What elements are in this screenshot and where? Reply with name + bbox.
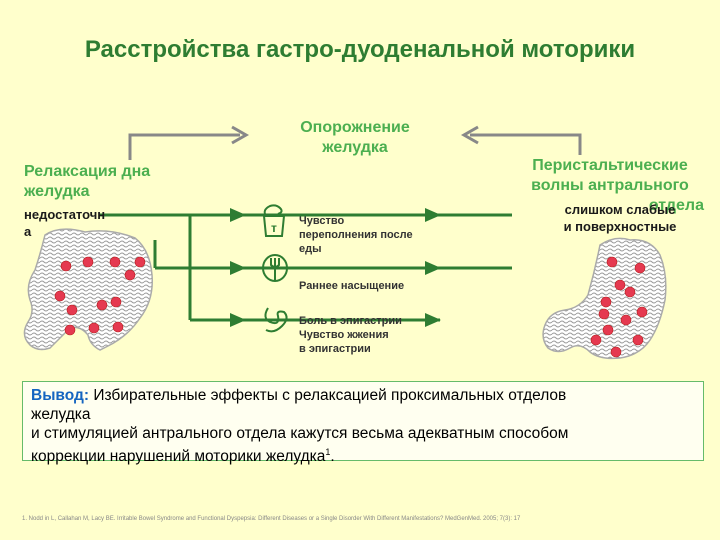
flow-arrowheads [230, 208, 441, 327]
right-stomach-illustration [542, 237, 667, 360]
svg-text:т: т [271, 221, 277, 235]
symptom-fullness: Чувство переполнения после еды [299, 214, 449, 256]
conclusion-line2: желудка [31, 406, 91, 423]
right-note-line2: и поверхностные [563, 219, 677, 234]
footnote-ref: 1 [325, 447, 331, 457]
left-bracket-arrow [128, 125, 250, 160]
left-note-line1: недостаточн [24, 207, 106, 222]
symptom-early-satiety: Раннее насыщение [299, 279, 449, 293]
left-stomach-illustration [23, 228, 153, 351]
left-note-line2: а [24, 224, 32, 239]
connector-lines [100, 213, 512, 322]
right-heading: Перистальтические волны антрального отде… [510, 156, 710, 216]
center-heading: Опорожнение желудка [280, 118, 430, 158]
fork-icon [262, 254, 288, 282]
left-heading: Релаксация дна желудка [24, 162, 184, 202]
conclusion-end: . [330, 448, 335, 466]
conclusion-text4: коррекции нарушений моторики желудка [31, 448, 326, 466]
footnote: 1. Nodd in L, Callahan M, Lacy BE. Irrit… [22, 516, 521, 522]
conclusion-line1: Вывод: Избирательные эффекты с релаксаци… [31, 386, 695, 405]
conclusion-text1: Избирательные эффекты с релаксацией прок… [89, 387, 567, 404]
right-heading-line3: отдела [648, 197, 704, 214]
conclusion-line3: и стимуляцией антрального отдела кажутся… [31, 425, 569, 442]
center-heading-line1: Опорожнение [300, 119, 410, 136]
symptom-epigastric-pain: Боль в эпигастрии Чувство жжения в эпига… [299, 314, 449, 356]
conclusion-box: Вывод: Избирательные эффекты с релаксаци… [22, 381, 704, 465]
right-bracket-arrow [460, 125, 582, 155]
center-heading-line2: желудка [322, 139, 388, 156]
symptom-epigastric-pain-line2: Чувство жжения [299, 329, 389, 341]
symptom-fullness-line2: переполнения после [299, 229, 413, 241]
symptom-early-satiety-line1: Раннее насыщение [299, 280, 405, 292]
right-note: слишком слабые и поверхностные [540, 201, 700, 235]
right-note-line1: слишком слабые [564, 202, 676, 217]
page-title: Расстройства гастро-дуоденальной моторик… [84, 36, 636, 63]
right-heading-line2: волны антрального [531, 177, 689, 194]
conclusion-label: Вывод: [31, 387, 90, 404]
intestine-icon [264, 307, 288, 333]
symptom-fullness-line1: Чувство [299, 215, 345, 227]
left-heading-line2: желудка [24, 183, 90, 200]
symptom-fullness-line3: еды [299, 243, 322, 255]
symptom-epigastric-pain-line1: Боль в эпигастрии [299, 315, 402, 327]
left-note: недостаточн а [24, 206, 134, 240]
left-heading-line1: Релаксация дна [24, 163, 151, 180]
conclusion-line4: коррекции нарушений моторики желудка1. [31, 443, 695, 466]
symptom-epigastric-pain-line3: в эпигастрии [299, 343, 371, 355]
right-heading-line1: Перистальтические [532, 157, 688, 174]
stomach-weight-icon: т [262, 204, 286, 237]
